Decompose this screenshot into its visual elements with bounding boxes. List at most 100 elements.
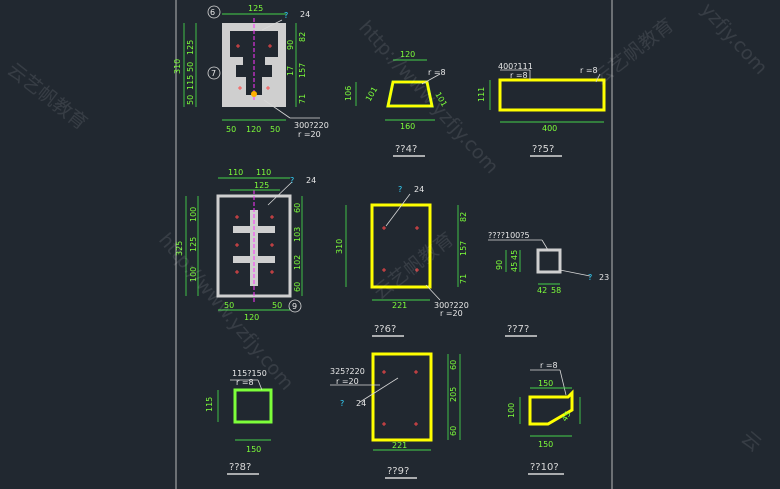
- pier-top-dim-bottom-3: 50: [270, 125, 280, 134]
- section-4-dim-top: 120: [400, 50, 415, 59]
- section-8-label: ??8?: [229, 462, 251, 473]
- section-5-radius-left: r =8: [510, 71, 528, 80]
- pier-top-callout-7: 7: [211, 69, 216, 78]
- pier-mid-rebar-symbol: ?: [290, 176, 294, 185]
- section-6-dim-right-3: 71: [459, 274, 468, 284]
- pier-top-dim-left-2: 50: [186, 62, 195, 72]
- section-9-dim-right-2: 60: [449, 360, 458, 370]
- pier-mid-dim-top-3: 125: [254, 181, 269, 190]
- pier-mid-callout-9: 9: [292, 302, 297, 311]
- section-9-rebar-dia: 24: [356, 399, 366, 408]
- section-9-dim-right-1: 205: [449, 387, 458, 402]
- section-10-dim-top: 150: [538, 379, 553, 388]
- pier-mid-dim-bottom-3: 50: [272, 301, 282, 310]
- section-6-label: ??6?: [374, 324, 396, 335]
- pier-top-note-size: 300?220: [294, 121, 329, 130]
- section-5-dim-width: 400: [542, 124, 557, 133]
- section-7-dim-left-2: 45: [510, 262, 519, 272]
- pier-top-section: [183, 5, 320, 121]
- pier-top-callout-6: 6: [210, 8, 215, 17]
- pier-mid-dim-right-1: 60: [293, 203, 302, 213]
- section-6-size-note: 300?220: [434, 301, 469, 310]
- section-6-dim-right-1: 82: [459, 212, 468, 222]
- pier-mid-dim-bottom-2: 120: [244, 313, 259, 322]
- watermark-brand-left: 云艺帆教育: [3, 59, 91, 135]
- section-6-dim-height: 310: [335, 239, 344, 254]
- sheet-frame: [175, 0, 613, 489]
- section-10-dim-bottom: 150: [538, 440, 553, 449]
- section-4-radius: r =8: [428, 68, 446, 77]
- section-4-dim-height: 106: [344, 86, 353, 101]
- watermark-brand-right: 云艺帆教育: [590, 14, 678, 90]
- section-7-size-note: ????100?5: [488, 231, 530, 240]
- section-8-dim-width: 150: [246, 445, 261, 454]
- pier-mid-dim-right-3: 102: [293, 255, 302, 270]
- pier-top-note-radius: r =20: [298, 130, 321, 139]
- pier-top-dim-left-4: 50: [186, 95, 195, 105]
- pier-top-dim-bottom-2: 120: [246, 125, 261, 134]
- section-10-label: ??10?: [530, 462, 559, 473]
- section-7-dim-left-total: 90: [495, 260, 504, 270]
- pier-mid-dim-height: 325: [175, 241, 184, 256]
- section-9-dim-width: 221: [392, 441, 407, 450]
- section-7-rebar-symbol: ?: [588, 273, 592, 282]
- section-5-radius-right: r =8: [580, 66, 598, 75]
- pier-top-dim-right-4: 157: [298, 63, 307, 78]
- pier-top-dim-right-5: 71: [298, 94, 307, 104]
- section-9-radius-note: r =20: [336, 377, 359, 386]
- section-9-rebar-symbol: ?: [340, 399, 344, 408]
- section-10-dim-height: 100: [507, 403, 516, 418]
- pier-mid-dim-top-2: 110: [256, 168, 271, 177]
- section-7-dim-bottom-2: 58: [551, 286, 561, 295]
- section-6-rebar-dia: 24: [414, 185, 424, 194]
- section-7-dim-bottom-1: 42: [537, 286, 547, 295]
- section-4-label: ??4?: [395, 144, 417, 155]
- section-4-dim-slope-left: 101: [364, 85, 379, 103]
- pier-top-dim-top: 125: [248, 4, 263, 13]
- pier-mid-dim-left-2: 125: [189, 237, 198, 252]
- section-9-dim-right-3: 60: [449, 426, 458, 436]
- section-4-shape: [355, 59, 441, 121]
- pier-top-dim-left-3: 115: [186, 75, 195, 90]
- section-5-label: ??5?: [532, 144, 554, 155]
- section-5-size-note: 400?111: [498, 62, 533, 71]
- section-6-dim-right-2: 157: [459, 241, 468, 256]
- section-10-dim-slope: 45: [560, 410, 573, 423]
- pier-top-dim-right-3: 17: [286, 66, 295, 76]
- pier-top-dim-height: 310: [173, 59, 182, 74]
- pier-mid-dim-right-2: 103: [293, 227, 302, 242]
- section-6-dim-width: 221: [392, 301, 407, 310]
- section-8-radius: r =8: [236, 378, 254, 387]
- section-10-radius: r =8: [540, 361, 558, 370]
- watermark-char-right: 云: [737, 427, 766, 456]
- pier-mid-dim-left-3: 100: [189, 267, 198, 282]
- section-6-rebar-symbol: ?: [398, 185, 402, 194]
- pier-top-dim-left-1: 125: [186, 40, 195, 55]
- watermark-domain-right: yzfjy.com: [696, 0, 771, 79]
- pier-mid-dim-right-4: 60: [293, 282, 302, 292]
- section-7-shape: [488, 239, 591, 285]
- pier-mid-section: [185, 177, 303, 313]
- pier-mid-dim-top-1: 110: [228, 168, 243, 177]
- section-6-shape: [345, 193, 459, 301]
- section-5-shape: [489, 69, 606, 123]
- pier-mid-dim-bottom-1: 50: [224, 301, 234, 310]
- section-7-dim-left-1: 45: [510, 250, 519, 260]
- pier-top-dim-right-2: 82: [298, 32, 307, 42]
- pier-top-dim-right-1: 90: [286, 40, 295, 50]
- section-9-size-note: 325?220: [330, 367, 365, 376]
- section-9-shape: [330, 352, 461, 451]
- pier-mid-dim-left-1: 100: [189, 207, 198, 222]
- section-8-size-note: 115?150: [232, 369, 267, 378]
- watermark-brand-center: 云艺帆教育: [370, 228, 458, 304]
- section-6-radius-note: r =20: [440, 309, 463, 318]
- pier-top-rebar-symbol: ?: [284, 11, 288, 20]
- section-4-dim-bottom: 160: [400, 122, 415, 131]
- pier-mid-rebar-dia: 24: [306, 176, 316, 185]
- section-8-dim-height: 115: [205, 397, 214, 412]
- section-5-dim-height: 111: [477, 87, 486, 102]
- section-8-shape: [217, 379, 273, 441]
- section-10-shape: [519, 369, 581, 437]
- section-7-rebar-dia: 23: [599, 273, 609, 282]
